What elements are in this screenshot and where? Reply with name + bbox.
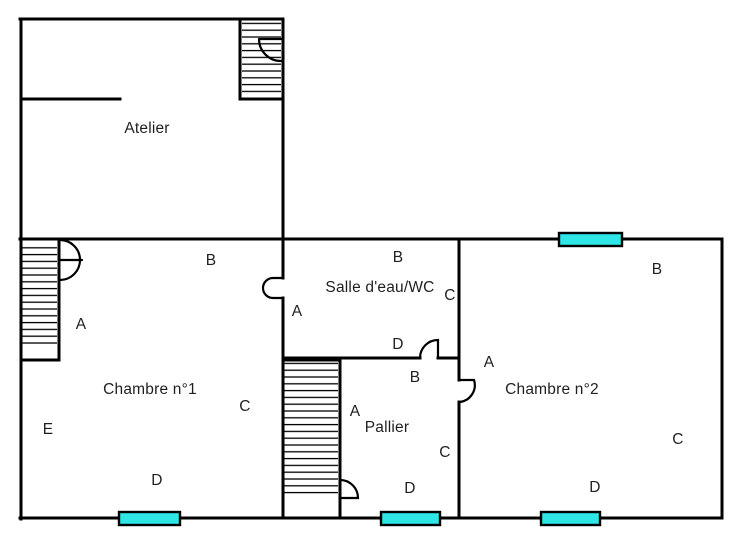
window-pallier-bottom <box>379 510 442 527</box>
wall-label-pallier-d: D <box>404 480 416 497</box>
wall-label-chambre1-c: C <box>239 398 251 415</box>
window-chambre1-bottom <box>117 510 182 527</box>
stairs-atelier <box>242 21 281 97</box>
room-label-salle-eau-wc: Salle d'eau/WC <box>325 279 435 296</box>
wall-label-chambre1-a: A <box>75 316 87 333</box>
door-pallier-chambre2 <box>458 378 476 404</box>
wall-label-salle-eau-c: C <box>444 287 456 304</box>
room-label-chambre2: Chambre n°2 <box>505 381 599 398</box>
window-chambre2-bottom <box>539 510 602 527</box>
wall-label-pallier-c: C <box>439 444 451 461</box>
stairs-pallier <box>284 362 338 497</box>
window-chambre2-top <box>557 231 624 248</box>
closet-chambre1 <box>22 242 57 345</box>
stairs-atelier-border <box>238 17 285 101</box>
wall-label-salle-eau-a: A <box>291 303 303 320</box>
wall-label-pallier-b: B <box>409 369 421 386</box>
wall-label-salle-eau-b: B <box>392 249 404 266</box>
room-label-pallier: Pallier <box>364 419 410 436</box>
door-salle-eau <box>418 338 440 360</box>
wall-label-chambre2-d: D <box>589 479 601 496</box>
wall-label-chambre1-e: E <box>42 421 54 438</box>
door-atelier-stairs <box>257 37 283 63</box>
wall-label-chambre1-d: D <box>151 472 163 489</box>
wall-label-chambre2-c: C <box>672 431 684 448</box>
door-chambre1-salle-eau <box>261 276 285 300</box>
wall-label-pallier-a: A <box>349 403 361 420</box>
stairs-pallier-border <box>281 358 342 518</box>
door-closet-chambre1 <box>58 238 84 282</box>
wall-label-salle-eau-d: D <box>392 336 404 353</box>
room-label-atelier: Atelier <box>124 120 170 137</box>
wall-label-chambre1-b: B <box>205 252 217 269</box>
room-label-chambre1: Chambre n°1 <box>103 381 197 398</box>
wall-label-chambre2-b: B <box>651 261 663 278</box>
door-pallier-stairs <box>338 478 360 500</box>
wall-label-chambre2-a: A <box>483 354 495 371</box>
